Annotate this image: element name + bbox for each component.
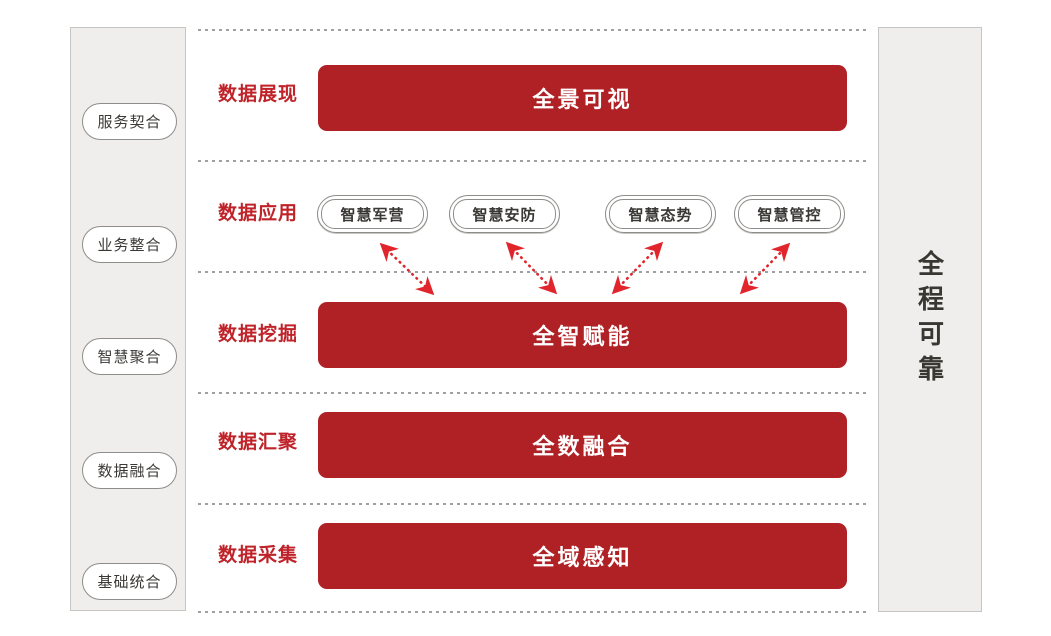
right-guarantee-panel: 全程可靠: [878, 27, 982, 612]
separator-line: [198, 29, 868, 31]
capability-label: 服务契合: [97, 114, 162, 131]
flow-arrow-security: [505, 241, 558, 295]
capability-label: 智慧聚合: [97, 349, 162, 366]
left-capability-panel: 服务契合 业务整合 智慧聚合 数据融合 基础统合: [70, 27, 186, 611]
separator-line: [198, 611, 868, 613]
app-pill-smart-camp: 智慧军营: [317, 195, 428, 233]
separator-line: [198, 392, 868, 394]
separator-line: [198, 503, 868, 505]
row-label-collect: 数据采集: [218, 545, 299, 566]
layer-bar-panorama: 全景可视: [318, 65, 847, 131]
capability-pill-service: 服务契合: [82, 103, 177, 140]
flow-arrow-posture: [611, 241, 664, 295]
flow-arrow-camp: [379, 242, 435, 296]
flow-arrow-control: [739, 242, 791, 295]
capability-pill-business: 业务整合: [82, 226, 177, 263]
app-pill-label: 智慧军营: [321, 199, 424, 229]
capability-pill-basis: 基础统合: [82, 563, 177, 600]
capability-pill-wisdom: 智慧聚合: [82, 338, 177, 375]
layer-bar-fusion: 全数融合: [318, 412, 847, 478]
row-label-aggregate: 数据汇聚: [218, 432, 299, 453]
row-label-mining: 数据挖掘: [218, 324, 299, 345]
row-label-apply: 数据应用: [218, 203, 299, 224]
app-pill-label: 智慧管控: [738, 199, 841, 229]
separator-line: [198, 271, 868, 273]
app-pill-label: 智慧安防: [453, 199, 556, 229]
capability-label: 业务整合: [97, 237, 162, 254]
capability-pill-datafuse: 数据融合: [82, 452, 177, 489]
capability-label: 基础统合: [97, 574, 162, 591]
app-pill-smart-security: 智慧安防: [449, 195, 560, 233]
capability-label: 数据融合: [97, 463, 162, 480]
app-pill-smart-posture: 智慧态势: [605, 195, 716, 233]
layer-bar-sensing: 全域感知: [318, 523, 847, 589]
guarantee-label: 全程可靠: [914, 249, 945, 390]
separator-line: [198, 160, 868, 162]
row-label-display: 数据展现: [218, 84, 299, 105]
layer-bar-empower: 全智赋能: [318, 302, 847, 368]
app-pill-smart-control: 智慧管控: [734, 195, 845, 233]
app-pill-label: 智慧态势: [609, 199, 712, 229]
